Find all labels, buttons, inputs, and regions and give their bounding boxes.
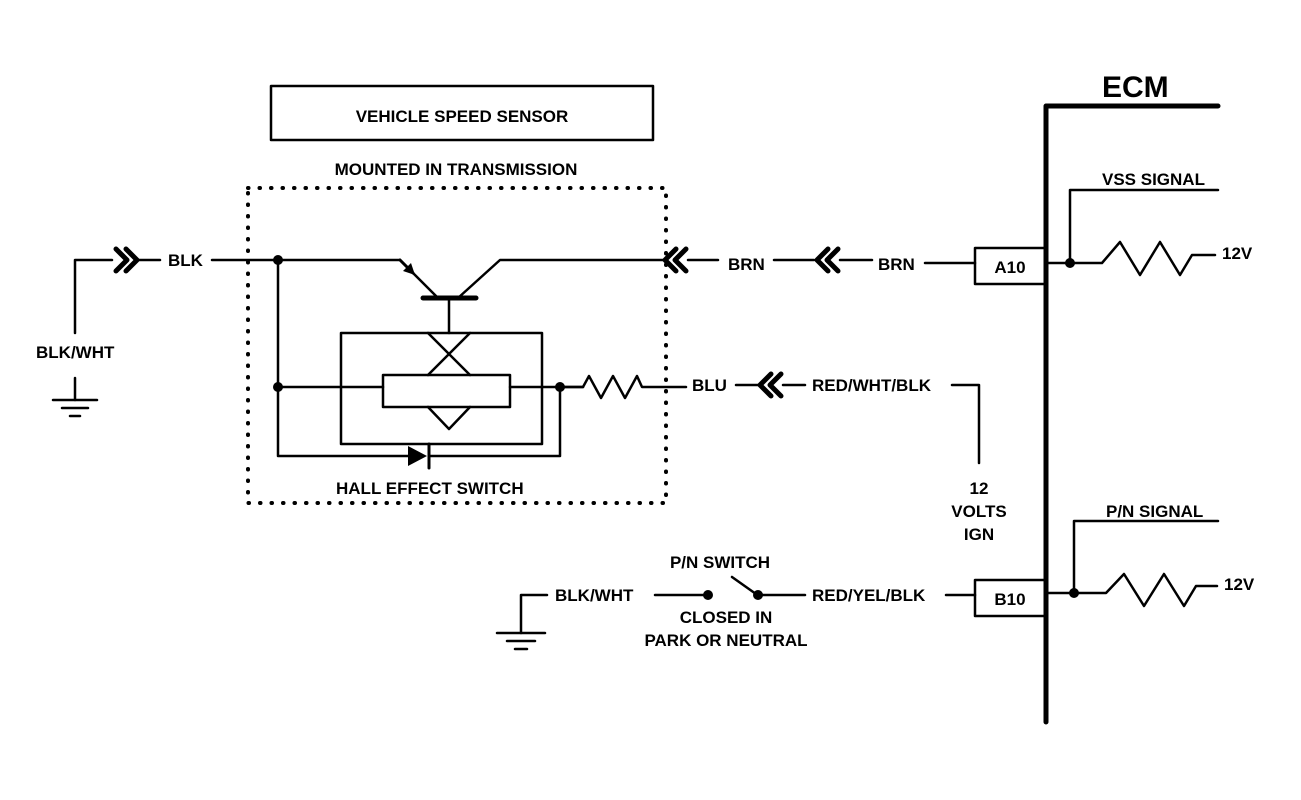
pin-b10: [973, 578, 1048, 618]
hall-effect-chip: [339, 331, 544, 446]
ecm-label: ECM: [1102, 71, 1169, 104]
hall-cross-symbol: [426, 331, 472, 377]
mounting-label: MOUNTED IN TRANSMISSION: [335, 160, 578, 179]
pn-switch-contact-left: [703, 590, 713, 600]
supply-label-vss: 12V: [1222, 244, 1253, 263]
emitter-arrow-head: [403, 263, 415, 275]
transistor-emitter-lead: [276, 258, 440, 300]
wire-red-wht-blk-ign: [950, 383, 981, 465]
ecm-pn-signal-line: [1072, 519, 1220, 595]
ign-label-line2: VOLTS: [951, 502, 1006, 521]
ecm-boundary: [1043, 103, 1221, 725]
pn-switch-blade: [730, 575, 758, 596]
transistor-collector-lead: [456, 258, 666, 300]
wire-ground-bottom: [519, 593, 549, 635]
wire-diode-return: [427, 385, 562, 458]
wire-label-red-yel-blk: RED/YEL/BLK: [812, 586, 926, 605]
connector-brn-enclosure: [662, 246, 689, 274]
supply-label-pn: 12V: [1224, 575, 1255, 594]
title-box: [269, 84, 655, 142]
ground-symbol-bottom: [495, 631, 547, 651]
connector-blu: [757, 371, 784, 399]
diagram-title: VEHICLE SPEED SENSOR: [356, 107, 569, 126]
pin-a10-label: A10: [994, 258, 1025, 277]
pn-switch-note-1: CLOSED IN: [680, 608, 773, 627]
wire-label-blk-wht-bottom: BLK/WHT: [555, 586, 634, 605]
pin-a10: [973, 246, 1048, 286]
hall-element: [381, 373, 512, 409]
pn-switch-label: P/N SWITCH: [670, 553, 770, 572]
wire-label-red-wht-blk: RED/WHT/BLK: [812, 376, 932, 395]
wire-blk-wht-ground-upper: [73, 258, 114, 335]
ign-label-line3: IGN: [964, 525, 994, 544]
wire-label-blk: BLK: [168, 251, 204, 270]
resistor-internal: [558, 374, 688, 400]
pin-b10-label: B10: [994, 590, 1025, 609]
resistor-vss-pullup: [1068, 240, 1217, 277]
pn-switch-note-2: PARK OR NEUTRAL: [644, 631, 807, 650]
wire-label-brn-inner: BRN: [728, 255, 765, 274]
ecm-vss-signal-line: [1068, 188, 1220, 265]
hall-switch-label: HALL EFFECT SWITCH: [336, 479, 524, 498]
junction-blk: [273, 255, 283, 265]
hall-output-symbol: [426, 405, 472, 431]
wire-label-blk-wht-left: BLK/WHT: [36, 343, 115, 362]
ground-symbol-left: [51, 398, 99, 418]
wire-label-brn-outer: BRN: [878, 255, 915, 274]
connector-blk: [113, 246, 140, 274]
ign-label-line1: 12: [970, 479, 989, 498]
vss-signal-label: VSS SIGNAL: [1102, 170, 1205, 189]
sensor-enclosure: [246, 186, 668, 505]
pn-signal-label: P/N SIGNAL: [1106, 502, 1203, 521]
wire-label-blu: BLU: [692, 376, 727, 395]
connector-brn-middle: [814, 246, 841, 274]
diode-symbol: [408, 442, 431, 470]
internal-ground-rail: [276, 258, 410, 458]
resistor-pn-pullup: [1072, 572, 1219, 608]
